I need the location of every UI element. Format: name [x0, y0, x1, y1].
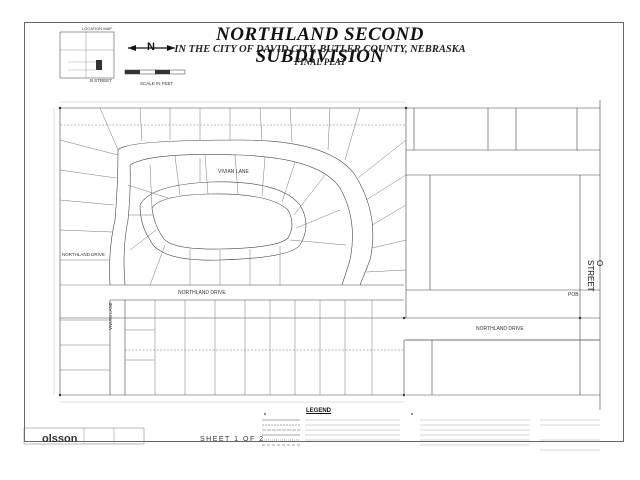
- street-label-northland-drive-east: NORTHLAND DRIVE: [476, 326, 524, 332]
- location-map-label: LOCATION MAP: [82, 26, 112, 31]
- street-label-o-street: O STREET: [586, 260, 604, 292]
- plat-type: FINAL PLAT: [294, 57, 346, 67]
- b-street-label: B STREET: [90, 78, 113, 83]
- street-label-northland-drive-west: NORTHLAND DRIVE: [62, 252, 105, 257]
- sheet-number: SHEET 1 OF 2: [200, 436, 265, 443]
- street-label-vivian-lane-south: VIVIAN LANE: [108, 302, 113, 330]
- legend-title: LEGEND: [306, 408, 332, 414]
- north-label: N: [147, 41, 155, 53]
- pob-label: POB: [568, 292, 579, 298]
- plat-subtitle: IN THE CITY OF DAVID CITY, BUTLER COUNTY…: [174, 44, 466, 55]
- plat-sheet-border: [24, 22, 624, 442]
- street-label-vivian-lane: VIVIAN LANE: [218, 169, 249, 175]
- plat-title: NORTHLAND SECOND SUBDIVISION: [215, 24, 425, 67]
- scale-label: SCALE IN FEET: [140, 81, 174, 86]
- street-label-northland-drive: NORTHLAND DRIVE: [178, 290, 226, 296]
- olsson-logo: olsson: [42, 433, 78, 445]
